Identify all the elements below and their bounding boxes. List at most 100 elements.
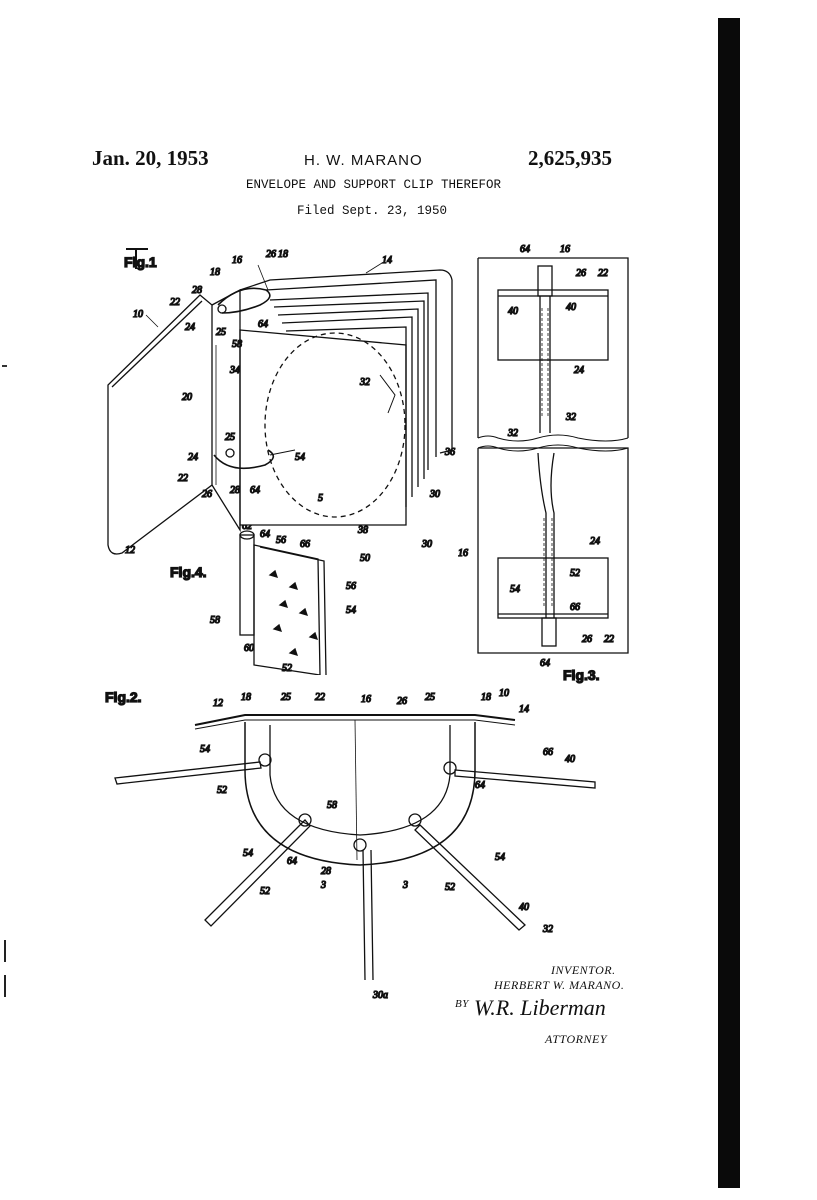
svg-text:14: 14 [382, 255, 392, 266]
svg-text:26: 26 [266, 249, 276, 260]
svg-text:30: 30 [429, 489, 440, 500]
svg-text:30a: 30a [372, 990, 388, 1000]
svg-text:66: 66 [570, 602, 580, 613]
svg-text:52: 52 [445, 882, 455, 893]
svg-text:32: 32 [542, 924, 553, 935]
svg-text:26: 26 [202, 489, 212, 500]
svg-text:64: 64 [520, 244, 530, 255]
svg-text:64: 64 [287, 856, 297, 867]
svg-text:18: 18 [241, 692, 251, 703]
svg-text:56: 56 [346, 581, 356, 592]
svg-text:28: 28 [230, 485, 240, 496]
svg-text:22: 22 [178, 473, 188, 484]
scan-edge-bar [718, 18, 740, 1188]
svg-text:58: 58 [327, 800, 337, 811]
svg-text:34: 34 [229, 365, 240, 376]
svg-text:24: 24 [590, 536, 600, 547]
patent-title: ENVELOPE AND SUPPORT CLIP THEREFOR [246, 178, 502, 192]
svg-text:26: 26 [582, 634, 592, 645]
svg-text:3: 3 [320, 880, 326, 891]
svg-text:36: 36 [444, 447, 455, 458]
svg-text:54: 54 [346, 605, 356, 616]
inventor-name-header: H. W. MARANO [304, 152, 423, 169]
svg-text:22: 22 [604, 634, 614, 645]
svg-text:54: 54 [243, 848, 253, 859]
attorney-label: ATTORNEY [545, 1032, 608, 1046]
svg-text:58: 58 [232, 339, 242, 350]
fig2-label: Fig.2. [105, 689, 142, 705]
svg-text:28: 28 [321, 866, 331, 877]
svg-text:32: 32 [507, 428, 518, 439]
svg-text:24: 24 [574, 365, 584, 376]
svg-text:12: 12 [213, 698, 223, 709]
svg-text:5: 5 [318, 493, 323, 504]
svg-text:64: 64 [540, 658, 550, 669]
svg-text:18: 18 [481, 692, 491, 703]
svg-text:14: 14 [519, 704, 529, 715]
inventor-full-name: HERBERT W. MARANO. [494, 978, 625, 992]
svg-text:3: 3 [402, 880, 408, 891]
svg-text:50: 50 [360, 553, 370, 564]
svg-text:54: 54 [200, 744, 210, 755]
scan-mark [2, 365, 7, 367]
svg-text:22: 22 [170, 297, 180, 308]
by-label: BY [455, 998, 469, 1010]
svg-text:10: 10 [133, 309, 143, 320]
fig4-label: Fig.4. [170, 564, 207, 580]
filed-date: Filed Sept. 23, 1950 [297, 204, 448, 218]
svg-text:38: 38 [357, 525, 368, 536]
svg-text:62: 62 [242, 525, 252, 532]
svg-text:16: 16 [560, 244, 570, 255]
svg-text:54: 54 [295, 452, 305, 463]
svg-text:26: 26 [576, 268, 586, 279]
svg-text:26: 26 [397, 696, 407, 707]
svg-text:28: 28 [192, 285, 202, 296]
svg-text:18: 18 [210, 267, 220, 278]
svg-text:22: 22 [315, 692, 325, 703]
svg-text:30: 30 [421, 539, 432, 550]
svg-text:64: 64 [250, 485, 260, 496]
svg-text:40: 40 [565, 754, 575, 765]
patent-number: 2,625,935 [528, 146, 612, 170]
svg-text:52: 52 [260, 886, 270, 897]
svg-text:58: 58 [210, 615, 220, 626]
scan-mark [4, 975, 6, 997]
svg-text:25: 25 [425, 692, 435, 703]
attorney-signature: W.R. Liberman [474, 995, 606, 1020]
svg-text:25: 25 [281, 692, 291, 703]
figure-4-drawing: Fig.4. 64 62 56 66 50 56 54 58 60 52 [170, 525, 371, 675]
scan-mark [4, 940, 6, 962]
figure-3-drawing: 64 16 26 22 40 40 24 32 32 16 24 54 52 6… [458, 243, 629, 684]
svg-text:54: 54 [495, 852, 505, 863]
svg-text:52: 52 [282, 663, 292, 674]
patent-date: Jan. 20, 1953 [92, 146, 209, 170]
svg-text:25: 25 [216, 327, 226, 338]
svg-text:12: 12 [125, 545, 135, 556]
fig3-label: Fig.3. [563, 667, 600, 683]
svg-text:64: 64 [258, 319, 268, 330]
fig1-label: Fig.1 [124, 254, 157, 270]
svg-text:32: 32 [359, 377, 370, 388]
svg-text:40: 40 [566, 302, 576, 313]
svg-text:40: 40 [508, 306, 518, 317]
svg-text:24: 24 [185, 322, 195, 333]
svg-text:56: 56 [276, 535, 286, 546]
svg-text:16: 16 [232, 255, 242, 266]
svg-text:64: 64 [260, 529, 270, 540]
figure-2-drawing: Fig.2. 12 18 25 22 16 26 25 18 10 14 54 … [104, 687, 596, 1000]
svg-text:66: 66 [300, 539, 310, 550]
figure-1-drawing: Fig.1 10 12 14 16 26 18 18 28 22 24 25 5… [107, 248, 456, 557]
svg-text:60: 60 [244, 643, 254, 654]
svg-text:25: 25 [225, 432, 235, 443]
svg-text:16: 16 [458, 548, 468, 559]
svg-text:66: 66 [543, 747, 553, 758]
svg-text:22: 22 [598, 268, 608, 279]
svg-text:20: 20 [182, 392, 192, 403]
svg-text:52: 52 [217, 785, 227, 796]
svg-text:16: 16 [361, 694, 371, 705]
svg-text:32: 32 [565, 412, 576, 423]
svg-text:10: 10 [499, 688, 509, 699]
svg-text:52: 52 [570, 568, 580, 579]
svg-text:18: 18 [278, 249, 288, 260]
svg-text:54: 54 [510, 584, 520, 595]
